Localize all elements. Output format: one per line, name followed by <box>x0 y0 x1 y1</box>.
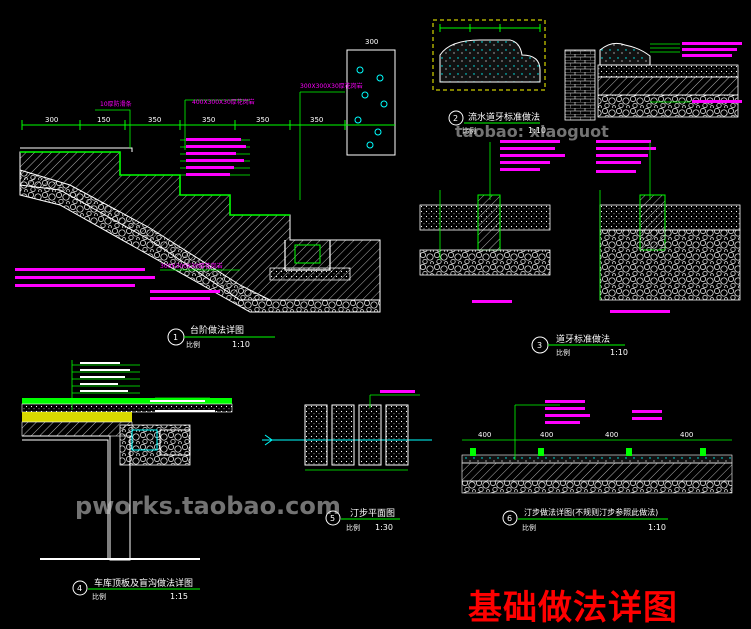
stair-detail: 300 150 350 350 350 350 300 10厚防滑条 400X3… <box>15 38 396 349</box>
stair-label-b: 400X300X30厚花岗岩 <box>192 98 255 106</box>
flow-curb-detail: 2 流水道牙标准做法 比例 1:10 <box>432 19 546 135</box>
watermark-bottom: pworks.taobao.com <box>75 492 341 520</box>
curb-top-section <box>564 42 742 121</box>
stair-dim-5: 350 <box>256 116 269 124</box>
detail-5-number: 5 <box>330 514 335 523</box>
detail-3-scale-label: 比例 <box>556 348 570 357</box>
detail-4-title: 车库顶板及盲沟做法详图 <box>94 577 193 589</box>
detail-4-scale: 1:15 <box>170 592 188 601</box>
stair-label-c: 300X300X30厚花岗岩 <box>300 82 363 90</box>
step-dim-3: 400 <box>605 431 618 439</box>
detail-3-number: 3 <box>537 341 542 350</box>
detail-6-number: 6 <box>507 514 512 523</box>
detail-2-scale-label: 比例 <box>462 126 476 135</box>
detail-6-scale-label: 比例 <box>522 523 536 532</box>
banner-title: 基础做法详图 <box>468 588 678 628</box>
stepping-section-detail: 400 400 400 400 6 汀步做法详图(不规则汀步参照此做法) 比例 … <box>461 400 733 532</box>
detail-3-title: 道牙标准做法 <box>556 333 610 345</box>
stair-dim-4: 350 <box>202 116 215 124</box>
detail-1-scale-label: 比例 <box>186 340 200 349</box>
detail-1-number: 1 <box>173 333 178 342</box>
stair-dim-1: 300 <box>45 116 58 124</box>
stair-label-d: 300X300X30厚花岗岩 <box>160 262 223 270</box>
detail-1-scale: 1:10 <box>232 340 250 349</box>
step-dim-2: 400 <box>540 431 553 439</box>
garage-roof-detail: 4 车库顶板及盲沟做法详图 比例 1:15 <box>21 360 233 601</box>
detail-2-scale: 1:10 <box>528 126 546 135</box>
detail-4-scale-label: 比例 <box>92 592 106 601</box>
detail-1-title: 台阶做法详图 <box>190 324 244 336</box>
detail-2-title: 流水道牙标准做法 <box>468 111 540 123</box>
detail-4-number: 4 <box>77 584 82 593</box>
detail-5-title: 汀步平面图 <box>350 508 395 519</box>
detail-6-title: 汀步做法详图(不规则汀步参照此做法) <box>524 507 658 517</box>
detail-3-scale: 1:10 <box>610 348 628 357</box>
curb-standard-detail: 3 道牙标准做法 比例 1:10 <box>419 140 741 357</box>
stair-dim-6: 350 <box>310 116 323 124</box>
detail-6-scale: 1:10 <box>648 523 666 532</box>
stair-label-a: 10厚防滑条 <box>100 100 132 108</box>
stair-dim-2: 150 <box>97 116 110 124</box>
detail-5-scale: 1:30 <box>375 523 393 532</box>
detail-5-scale-label: 比例 <box>346 523 360 532</box>
step-dim-4: 400 <box>680 431 693 439</box>
step-dim-1: 400 <box>478 431 491 439</box>
watermark-top: taobao: xiaoguot <box>455 122 609 141</box>
stair-dim-7: 300 <box>365 38 378 46</box>
detail-2-number: 2 <box>453 114 458 123</box>
stair-dim-3: 350 <box>148 116 161 124</box>
stepping-plan-detail: 5 汀步平面图 比例 1:30 <box>262 390 432 532</box>
